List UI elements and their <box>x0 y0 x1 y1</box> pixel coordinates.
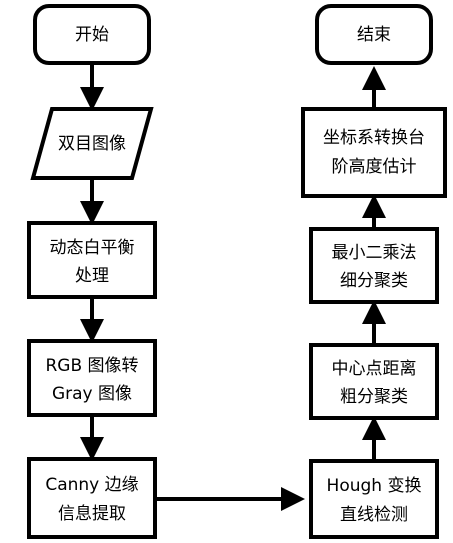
hough-box <box>309 459 439 539</box>
step-height-label-line-2: 阶高度估计 <box>332 157 417 177</box>
center-cluster-label-line-2: 粗分聚类 <box>340 387 408 407</box>
start-label: 开始 <box>75 25 109 45</box>
step-height-label-line-1: 坐标系转换台 <box>323 128 425 148</box>
rgb-to-gray-label-line-2: Gray 图像 <box>52 384 132 404</box>
step-height-box <box>301 107 447 198</box>
canny-box <box>27 457 157 539</box>
white-balance-label-line-2: 处理 <box>75 266 109 286</box>
node-step-height: 坐标系转换台 阶高度估计 <box>301 107 447 198</box>
node-center-cluster: 中心点距离 粗分聚类 <box>309 343 439 420</box>
least-squares-label-line-1: 最小二乘法 <box>332 243 417 263</box>
edges <box>80 63 386 511</box>
node-least-squares: 最小二乘法 细分聚类 <box>309 227 439 304</box>
node-white-balance: 动态白平衡 处理 <box>27 221 157 299</box>
hough-label-line-1: Hough 变换 <box>327 476 422 496</box>
end-terminator <box>315 4 433 65</box>
least-squares-box <box>309 227 439 304</box>
start-terminator <box>33 4 151 65</box>
node-rgb-to-gray: RGB 图像转 Gray 图像 <box>27 339 157 417</box>
rgb-to-gray-box <box>27 339 157 417</box>
canny-label-line-1: Canny 边缘 <box>45 475 138 495</box>
end-label: 结束 <box>357 25 391 45</box>
node-start: 开始 <box>33 4 151 65</box>
hough-label-line-2: 直线检测 <box>340 505 408 525</box>
node-end: 结束 <box>315 4 433 65</box>
stereo-image-parallelogram <box>30 107 154 180</box>
node-canny: Canny 边缘 信息提取 <box>27 457 157 539</box>
stereo-image-label: 双目图像 <box>58 134 126 154</box>
white-balance-box <box>27 221 157 299</box>
rgb-to-gray-label-line-1: RGB 图像转 <box>45 356 138 376</box>
node-stereo-image: 双目图像 <box>30 107 154 180</box>
canny-label-line-2: 信息提取 <box>58 504 126 524</box>
least-squares-label-line-2: 细分聚类 <box>340 271 408 291</box>
center-cluster-box <box>309 343 439 420</box>
node-hough: Hough 变换 直线检测 <box>309 459 439 539</box>
center-cluster-label-line-1: 中心点距离 <box>332 359 417 379</box>
white-balance-label-line-1: 动态白平衡 <box>50 238 135 258</box>
